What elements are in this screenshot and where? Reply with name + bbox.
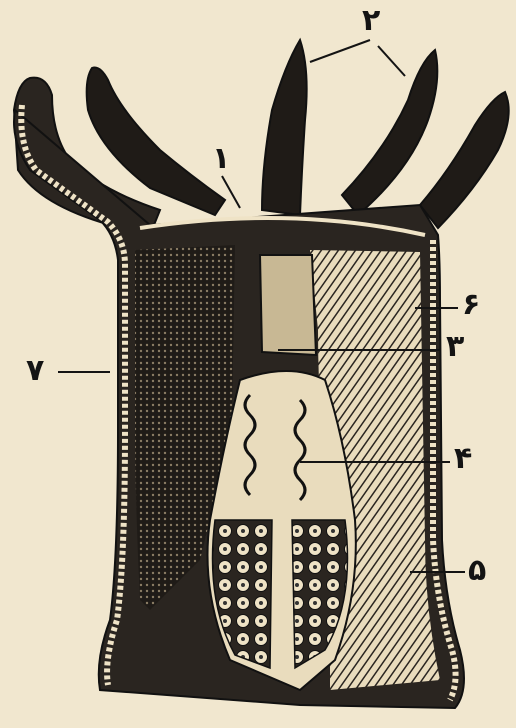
leader-1: [222, 176, 240, 208]
label-6: ۶: [462, 290, 480, 320]
pharynx: [260, 255, 316, 355]
leader-2b: [378, 46, 405, 76]
label-7: ۷: [26, 356, 44, 386]
leader-2a: [310, 40, 370, 62]
label-3: ۳: [446, 332, 464, 362]
tentacle-center: [262, 40, 307, 215]
label-5: ۵: [468, 556, 486, 586]
label-4: ۴: [454, 444, 472, 474]
label-1: ۱: [212, 144, 230, 174]
tentacle-right-inner: [342, 50, 437, 215]
tentacle-right-outer: [420, 92, 509, 228]
label-2: ۲: [362, 6, 380, 36]
